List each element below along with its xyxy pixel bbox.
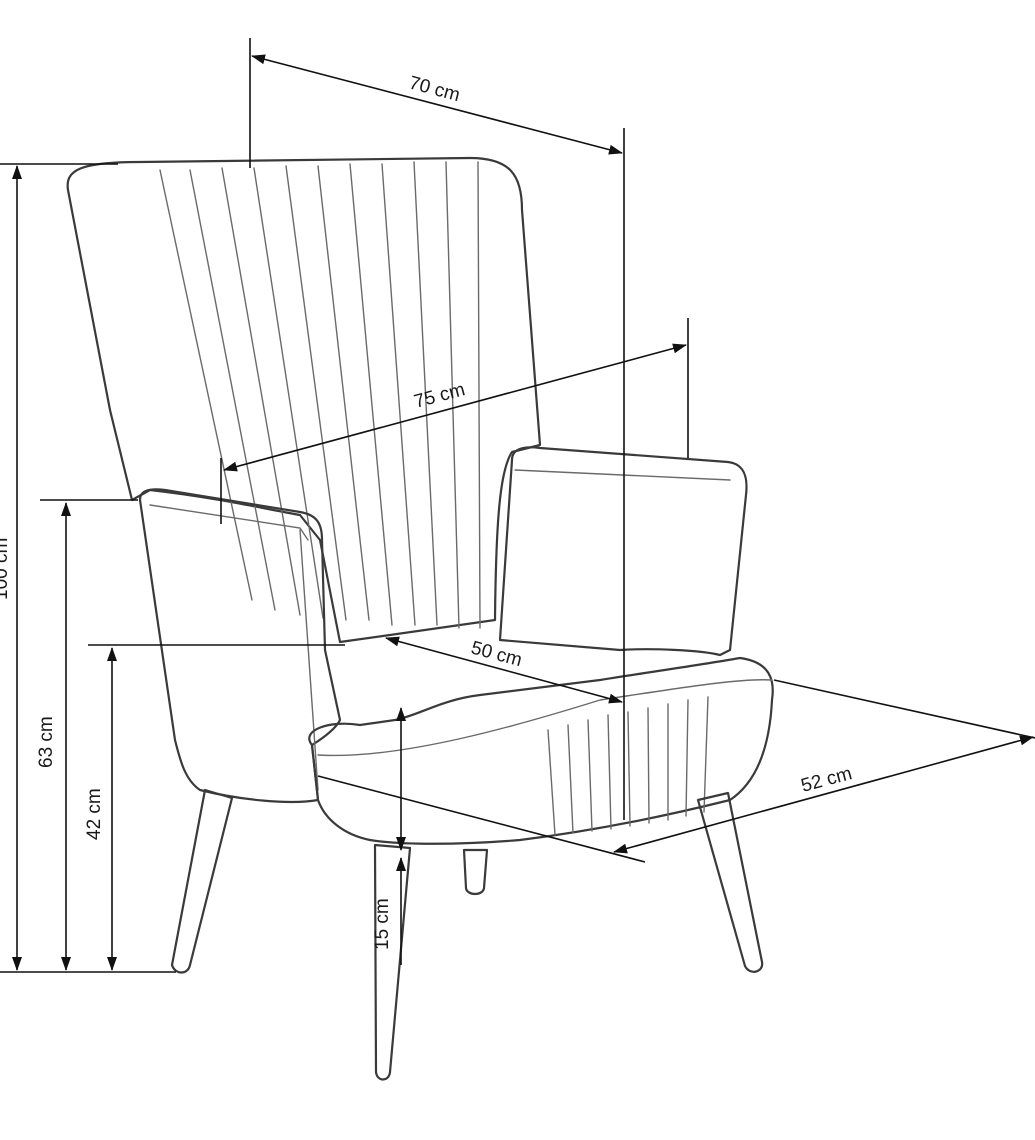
leg-front-center [373,843,412,1081]
label-seat-width: 50 cm [469,638,524,672]
armchair-drawing [66,156,774,1081]
label-armrest-height: 63 cm [36,716,57,768]
label-total-height: 100 cm [0,538,12,600]
left-armrest-seam [149,504,309,541]
label-seat-depth: 52 cm [799,763,854,797]
seat-channels [547,696,709,836]
seat-front-seam [317,679,773,757]
dimension-labels: 70 cm 75 cm 50 cm 52 cm 100 cm 63 cm 42 … [0,73,854,950]
dimension-lines [0,38,1035,973]
dim-line-armrest-span [223,343,687,472]
dim-line-overall-width [251,54,623,155]
left-armrest [138,488,342,804]
backrest-outline [66,156,542,644]
seat-cushion [308,656,774,845]
leg-back [462,848,489,896]
right-armrest-seam [514,469,731,481]
dim-line-seat-depth [613,735,1034,854]
left-armrest-edge [299,529,319,791]
leg-front-left [170,788,234,974]
dim-line-seat-width [385,636,623,704]
label-seat-height: 42 cm [84,788,105,840]
leg-front-right [696,791,764,973]
label-overall-width: 70 cm [407,73,462,107]
label-leg-height: 15 cm [372,898,393,950]
label-armrest-span: 75 cm [412,379,467,413]
